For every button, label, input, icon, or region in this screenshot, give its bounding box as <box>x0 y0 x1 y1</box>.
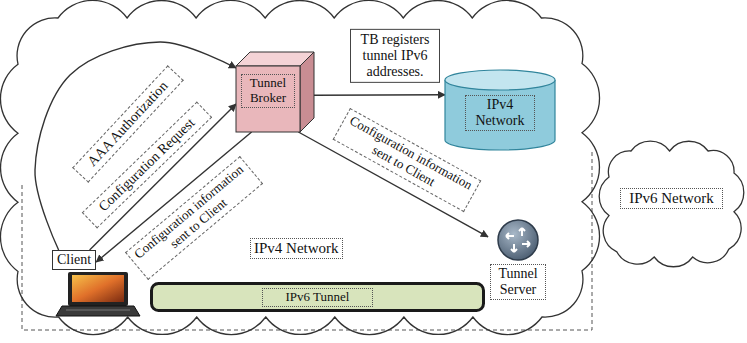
edge-label-holder: TB registers tunnel IPv6 addresses. <box>350 29 440 83</box>
node-label: Client <box>57 252 91 268</box>
tunnel-bar-shape <box>152 284 484 311</box>
network-cloud: IPv6 Network <box>598 140 745 268</box>
node-label: IPv4 Network <box>465 95 535 131</box>
cylinder-top <box>445 70 555 90</box>
edge-label: TB registers tunnel IPv6 addresses. <box>350 29 440 83</box>
laptop-base <box>56 306 140 316</box>
cloud-outline <box>599 141 744 267</box>
dashed-boundary <box>22 150 592 330</box>
laptop-screen <box>72 275 124 302</box>
cube-front <box>236 66 300 132</box>
router-body <box>498 220 538 260</box>
node-label: Tunnel Broker <box>241 74 295 108</box>
laptop-keys <box>66 310 130 311</box>
cube-side <box>300 52 314 132</box>
database-cylinder: IPv4 Network <box>445 70 555 150</box>
node-label: IPv4 Network <box>250 238 343 259</box>
connector-arrow <box>314 94 445 96</box>
router-arrows <box>506 228 530 252</box>
tunnel-server-node: Tunnel Server <box>488 218 550 312</box>
router-icon <box>498 220 538 260</box>
node-label: Tunnel Server <box>490 264 546 300</box>
tunnel-broker-box: Tunnel Broker <box>236 52 314 132</box>
edge-label: AAA Authorization <box>72 65 184 182</box>
cloud-outline <box>0 0 599 334</box>
edge-label-holder: AAA Authorization <box>72 65 184 182</box>
node-label: IPv6 Tunnel <box>262 288 373 307</box>
laptop-icon <box>56 272 140 316</box>
node-label: IPv6 Network <box>620 188 723 209</box>
client-label-box: Client <box>52 250 96 270</box>
tunnel-bar: IPv6 Tunnel <box>150 282 485 312</box>
laptop-screen-frame <box>68 272 128 306</box>
